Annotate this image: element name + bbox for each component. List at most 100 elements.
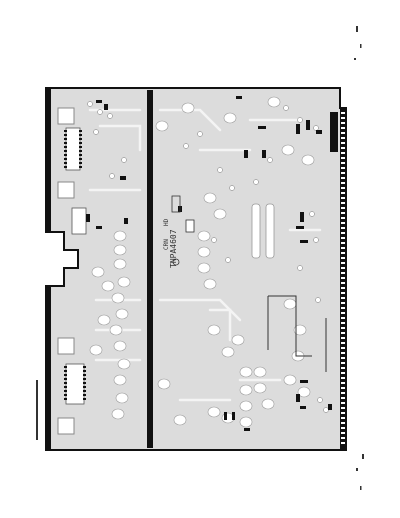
pad	[207, 324, 221, 336]
connector-pin	[341, 167, 345, 169]
ic-pin	[64, 390, 67, 392]
connector-pin	[341, 322, 345, 324]
ic-pin	[79, 158, 82, 160]
ic-pin	[64, 394, 67, 396]
smd-part	[262, 150, 266, 158]
smd-part	[120, 176, 126, 180]
via	[183, 143, 189, 149]
connector-pin	[341, 297, 345, 299]
connector-pin	[341, 122, 345, 124]
trace	[158, 298, 242, 322]
smd-part	[232, 412, 235, 420]
via	[217, 167, 223, 173]
via	[197, 131, 203, 137]
ic-pin	[83, 374, 86, 376]
connector-pin	[341, 162, 345, 164]
connector-pin	[341, 417, 345, 419]
ic-pin	[79, 142, 82, 144]
pad	[197, 246, 211, 258]
via	[317, 397, 323, 403]
connector-pin	[341, 327, 345, 329]
ic-pin	[64, 150, 67, 152]
ic-pin	[79, 146, 82, 148]
connector-pin	[341, 282, 345, 284]
left-edge-strip	[46, 88, 51, 232]
connector-pin	[341, 152, 345, 154]
pad	[239, 400, 253, 412]
large-pad-slots	[251, 203, 275, 259]
via	[225, 257, 231, 263]
smd-part	[300, 240, 308, 243]
connector-pin	[341, 407, 345, 409]
ic-pin	[79, 134, 82, 136]
pad	[155, 120, 169, 132]
ic-pin	[64, 130, 67, 132]
pad	[207, 406, 221, 418]
connector-pin	[341, 402, 345, 404]
ic-pin	[64, 154, 67, 156]
smd-part	[104, 104, 108, 110]
silkscreen-hd-label: HD	[163, 218, 170, 226]
pad	[283, 374, 297, 386]
connector-pin	[341, 307, 345, 309]
connector-pin	[341, 442, 345, 444]
ic-pin	[64, 138, 67, 140]
pad	[157, 378, 171, 390]
connector-pin	[341, 217, 345, 219]
connector-pin	[341, 187, 345, 189]
via	[121, 157, 127, 163]
pad	[301, 154, 315, 166]
via	[315, 297, 321, 303]
connector-pin	[341, 367, 345, 369]
via	[253, 179, 259, 185]
connector-pin	[341, 172, 345, 174]
smd-part	[96, 226, 102, 229]
connector-pin	[341, 292, 345, 294]
via	[211, 237, 217, 243]
connector-pin	[341, 202, 345, 204]
connector-pin	[341, 422, 345, 424]
connector-pin	[341, 342, 345, 344]
pad	[297, 386, 311, 398]
right-edge-connector	[330, 108, 346, 450]
connector-pin	[341, 392, 345, 394]
ic-pin	[83, 398, 86, 400]
connector-pin	[341, 287, 345, 289]
connector-pin	[341, 437, 345, 439]
left-edge-strip-lower	[46, 286, 51, 450]
connector-pin	[341, 312, 345, 314]
via	[297, 117, 303, 123]
connector-pin	[341, 332, 345, 334]
connector-pin	[341, 317, 345, 319]
ic-pin	[79, 166, 82, 168]
via	[313, 125, 319, 131]
component-pads	[87, 96, 329, 428]
pad	[239, 416, 253, 428]
ic-pin	[64, 366, 67, 368]
trace	[208, 308, 232, 342]
connector-pin	[341, 192, 345, 194]
ic-pin	[64, 374, 67, 376]
ic-pin	[79, 150, 82, 152]
connector-pin	[341, 427, 345, 429]
registration-marks	[36, 26, 364, 490]
pad	[283, 298, 297, 310]
connector-pin	[341, 277, 345, 279]
connector-pin	[341, 222, 345, 224]
connector-pin	[341, 362, 345, 364]
heatsink-bracket-outline	[267, 295, 327, 372]
pad	[113, 258, 127, 270]
smd-part	[306, 120, 310, 130]
connector-pin	[341, 177, 345, 179]
connector-pin	[341, 132, 345, 134]
via	[309, 211, 315, 217]
connector-pin	[341, 252, 345, 254]
ic-cluster-bottom-left	[64, 363, 86, 405]
ic-pin	[64, 158, 67, 160]
via	[283, 105, 289, 111]
connector-pin	[341, 372, 345, 374]
connector-pin	[341, 302, 345, 304]
connector-pin	[341, 272, 345, 274]
smd-part	[96, 100, 102, 103]
